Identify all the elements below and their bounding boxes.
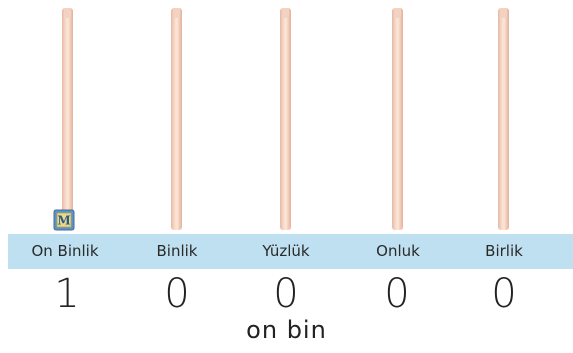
label-thousands: Binlik [122, 234, 232, 269]
svg-text:M: M [57, 214, 70, 228]
number-in-words: on bin [0, 316, 573, 344]
label-ten-thousands: On Binlik [10, 234, 120, 269]
digit-thousands: 0 [137, 272, 217, 316]
label-hundreds: Yüzlük [231, 234, 341, 269]
digit-hundreds: 0 [246, 272, 326, 316]
label-ones: Birlik [449, 234, 559, 269]
bead-m-block-icon: M [53, 209, 75, 231]
rod-thousands [171, 8, 182, 230]
label-tens: Onluk [343, 234, 453, 269]
rod-ten-thousands [62, 8, 73, 230]
rod-tens [392, 8, 403, 230]
rod-hundreds [280, 8, 291, 230]
digit-tens: 0 [357, 272, 437, 316]
digit-ten-thousands: 1 [27, 272, 107, 316]
rod-ones [498, 8, 509, 230]
digit-ones: 0 [464, 272, 544, 316]
